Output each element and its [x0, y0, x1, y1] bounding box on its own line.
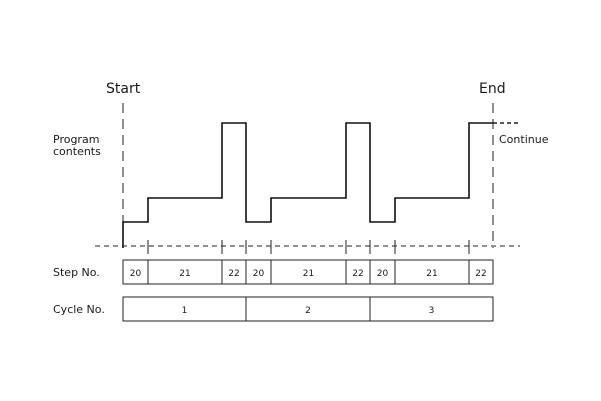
- step-cell: 22: [228, 269, 239, 279]
- cycle-cell: 2: [305, 306, 311, 316]
- step-cell: 20: [377, 269, 389, 279]
- program-waveform: [122, 122, 493, 248]
- cycle-no-label: Cycle No.: [53, 303, 105, 316]
- step-values: 20 21 22 20 21 22 20 21 22: [130, 269, 487, 279]
- cycle-row-box: [122, 296, 494, 322]
- program-label-line2: contents: [53, 145, 101, 158]
- end-label: End: [479, 81, 506, 97]
- step-ticks: [147, 240, 470, 254]
- step-cell: 21: [179, 269, 190, 279]
- step-cell: 22: [352, 269, 363, 279]
- step-cell: 21: [303, 269, 314, 279]
- step-cell: 21: [426, 269, 437, 279]
- step-cell: 20: [253, 269, 265, 279]
- start-label: Start: [106, 81, 141, 97]
- step-no-label: Step No.: [53, 266, 100, 279]
- step-dividers: [147, 260, 470, 284]
- cycle-values: 1 2 3: [182, 306, 435, 316]
- continue-label: Continue: [499, 133, 549, 146]
- step-row-box: [122, 259, 494, 285]
- cycle-cell: 1: [182, 306, 188, 316]
- step-cell: 22: [475, 269, 486, 279]
- cycle-cell: 3: [429, 306, 435, 316]
- step-cell: 20: [130, 269, 142, 279]
- program-label-line1: Program: [53, 133, 99, 146]
